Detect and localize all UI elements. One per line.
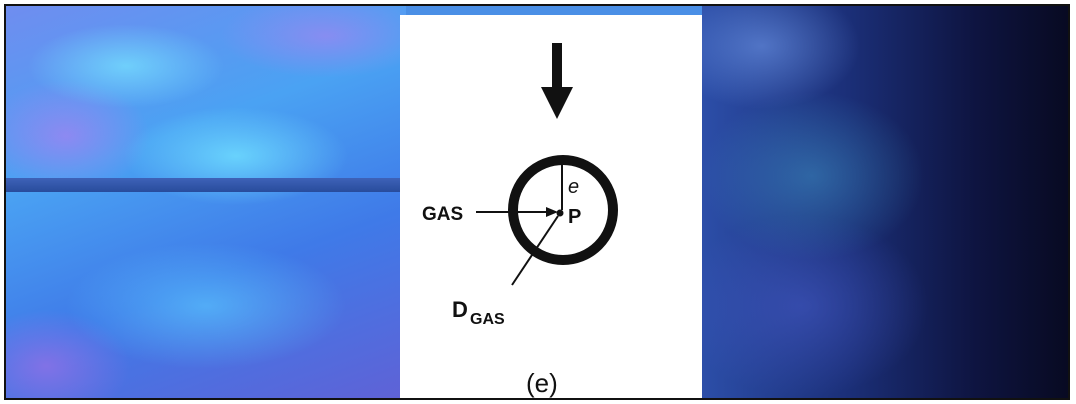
diameter-label: D — [452, 297, 468, 322]
gas-arrow — [476, 207, 558, 217]
slide-frame: e P GAS D GAS (e) — [4, 4, 1070, 400]
background-left — [6, 6, 406, 398]
angle-label: e — [568, 176, 579, 198]
point-dot — [556, 209, 564, 217]
gas-diagram: e P GAS D GAS (e) — [422, 43, 618, 398]
ring-circle — [508, 155, 618, 265]
point-label: P — [568, 206, 581, 228]
horizontal-stripe — [6, 178, 400, 192]
figure-caption: (e) — [526, 368, 558, 398]
down-arrow-icon — [541, 43, 573, 119]
figure-panel: e P GAS D GAS (e) — [400, 15, 702, 398]
gas-label: GAS — [422, 204, 463, 225]
background-right — [702, 6, 1068, 398]
diameter-leader-line — [511, 215, 559, 286]
diameter-subscript-label: GAS — [470, 311, 505, 328]
